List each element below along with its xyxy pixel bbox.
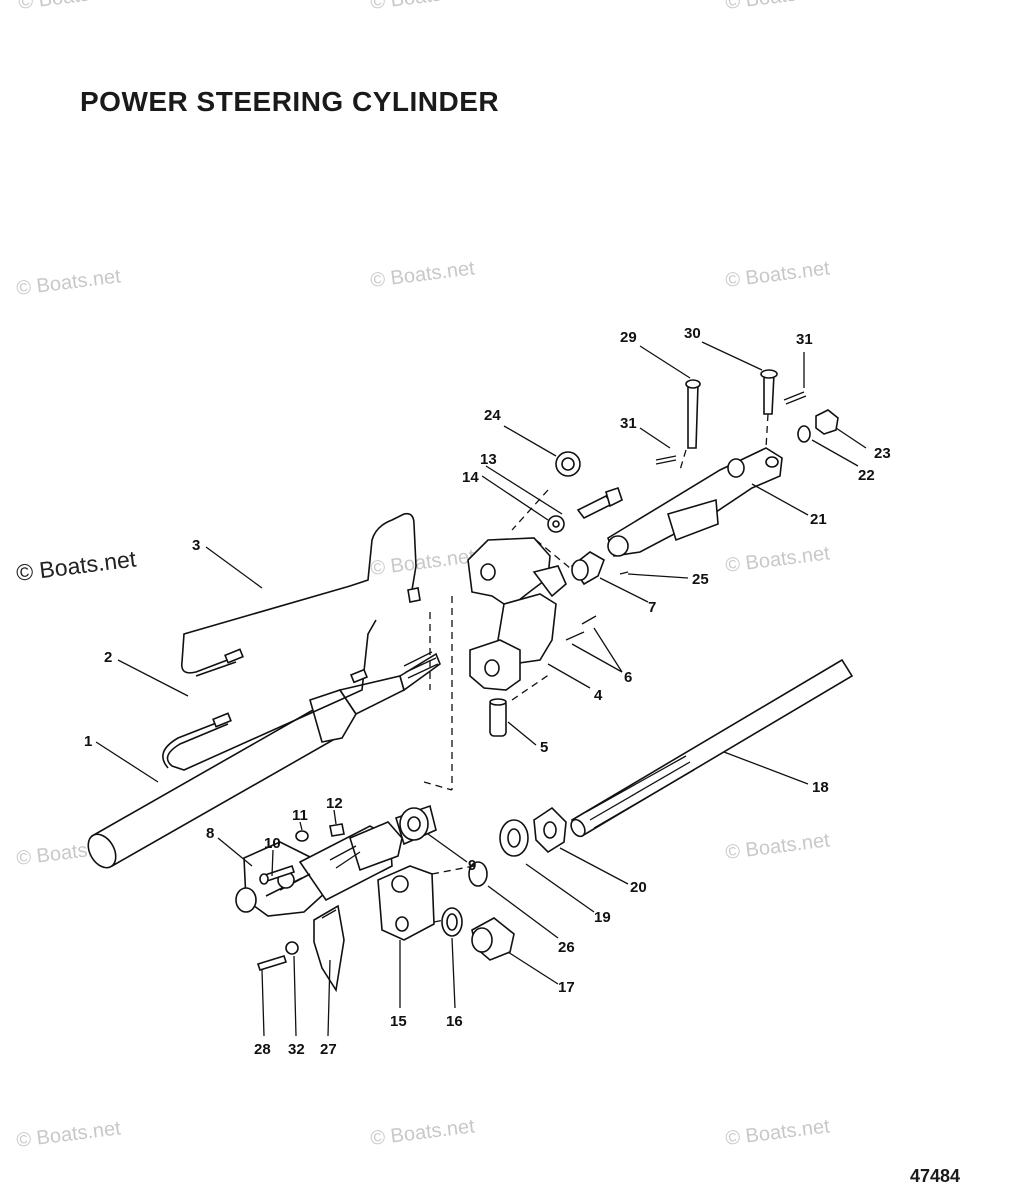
- callout-5: 5: [540, 739, 548, 756]
- callout-3: 3: [192, 537, 200, 554]
- sealing-washer-16: [441, 907, 463, 937]
- washer-22: [797, 425, 811, 443]
- hydraulic-line-upper: [180, 512, 421, 677]
- callout-25: 25: [692, 571, 709, 588]
- seal-19: [499, 819, 529, 857]
- callout-11: 11: [292, 807, 308, 824]
- cylinder-barrel: [87, 651, 441, 869]
- cotter-pin-31a: [783, 391, 807, 405]
- callout-31-top: 31: [796, 331, 813, 348]
- callout-9: 9: [468, 857, 476, 874]
- callout-29: 29: [620, 329, 637, 346]
- callout-7: 7: [648, 599, 656, 616]
- callout-13: 13: [480, 451, 497, 468]
- anchor-block: [377, 865, 435, 941]
- callout-8: 8: [206, 825, 214, 842]
- nut-23: [815, 409, 839, 435]
- callout-10: 10: [264, 835, 281, 852]
- tie-rod: [570, 658, 854, 838]
- leader-lines: [95, 341, 867, 1037]
- callout-15: 15: [390, 1013, 407, 1030]
- callout-31-left: 31: [620, 415, 637, 432]
- callout-28: 28: [254, 1041, 271, 1058]
- control-valve: [235, 821, 403, 917]
- callout-32: 32: [288, 1041, 305, 1058]
- callout-labels: 1 2 3 4 5 6 7 8 9 10 11 12 13 14 15 16 1…: [84, 325, 891, 1058]
- cotter-pin-31b: [655, 455, 677, 465]
- valve-bolt: [259, 864, 296, 885]
- callout-22: 22: [858, 467, 875, 484]
- diagram-title: POWER STEERING CYLINDER: [80, 86, 500, 117]
- callout-1: 1: [84, 733, 92, 750]
- bracket-bolt: [576, 486, 623, 520]
- callout-20: 20: [630, 879, 647, 896]
- steering-arm: [607, 447, 783, 557]
- locknut: [555, 451, 581, 477]
- callout-4: 4: [594, 687, 603, 704]
- callout-16: 16: [446, 1013, 463, 1030]
- bolt-washer: [547, 515, 565, 533]
- callout-30: 30: [684, 325, 701, 342]
- mounting-bracket: [467, 537, 567, 691]
- cotter-pin-25: [619, 571, 629, 575]
- callout-27: 27: [320, 1041, 337, 1058]
- callout-19: 19: [594, 909, 611, 926]
- bracket-pin: [489, 698, 507, 737]
- callout-17: 17: [558, 979, 575, 996]
- bracket-27: [313, 904, 345, 993]
- adapter-fitting: [395, 804, 437, 846]
- callout-21: 21: [810, 511, 827, 528]
- callout-14: 14: [462, 469, 479, 486]
- figure-number: 47484: [910, 1166, 961, 1186]
- pivot-pin-30: [760, 369, 778, 415]
- callout-23: 23: [874, 445, 891, 462]
- grease-fitting: [329, 823, 345, 837]
- callout-26: 26: [558, 939, 575, 956]
- callout-12: 12: [326, 795, 343, 812]
- plug: [471, 917, 515, 961]
- nut-20: [533, 806, 567, 854]
- hydraulic-line-lower: [162, 619, 377, 771]
- pivot-pin-29: [685, 379, 701, 449]
- callout-6: 6: [624, 669, 632, 686]
- screw-28: [256, 955, 288, 971]
- bushing: [570, 551, 605, 586]
- roll-pins: [565, 615, 597, 641]
- washer-32: [285, 941, 299, 955]
- assembly-lines: [423, 413, 769, 923]
- o-ring-26: [468, 861, 488, 887]
- callout-24: 24: [484, 407, 501, 424]
- callout-2: 2: [104, 649, 112, 666]
- callout-18: 18: [812, 779, 829, 796]
- valve-washer: [295, 830, 309, 842]
